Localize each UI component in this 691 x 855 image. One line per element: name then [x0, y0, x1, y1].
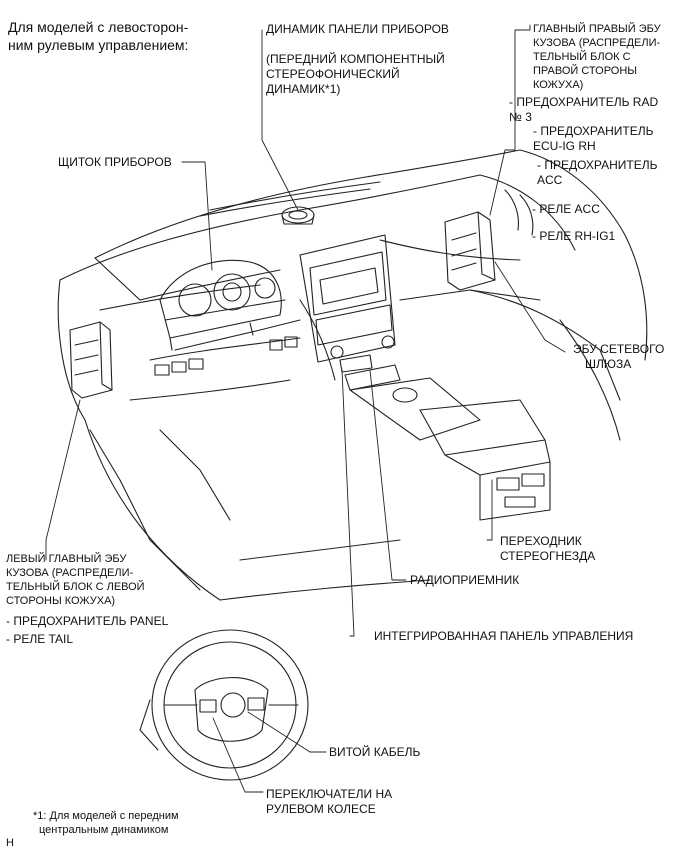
intro-line: Для моделей с левосторон- [8, 19, 189, 35]
instrument-cluster-shape [159, 259, 286, 351]
gateway-ecu-label: ЭБУ СЕТЕВОГО ШЛЮЗА [573, 342, 664, 372]
wheel-switches-label: ПЕРЕКЛЮЧАТЕЛИ НА РУЛЕВОМ КОЛЕСЕ [266, 787, 392, 817]
dash-speaker-note-line: ДИНАМИК*1) [266, 82, 341, 96]
gateway-line: ЭБУ СЕТЕВОГО [573, 342, 665, 356]
left-ecu-title-line: СТОРОНЫ КОЖУХА) [6, 595, 116, 607]
right-ecu-item-line: № 3 [509, 110, 532, 124]
right-ecu-item-acc-relay: - РЕЛЕ ACC [532, 202, 600, 217]
left-ecu-shape [69, 321, 113, 399]
spiral-cable-label: ВИТОЙ КАБЕЛЬ [329, 745, 421, 759]
control-panel-label: ИНТЕГРИРОВАННАЯ ПАНЕЛЬ УПРАВЛЕНИЯ [374, 629, 634, 643]
right-ecu-item-rad3: - ПРЕДОХРАНИТЕЛЬ RAD № 3 [509, 95, 658, 125]
right-ecu-item-line: ECU-IG RH [533, 139, 596, 153]
left-ecu-title-line: ЛЕВЫЙ ГЛАВНЫЙ ЭБУ [6, 553, 127, 565]
right-ecu-title-line: ГЛАВНЫЙ ПРАВЫЙ ЭБУ [533, 23, 661, 35]
right-ecu-title-line: КУЗОВА (РАСПРЕДЕЛИ- [533, 37, 661, 49]
right-ecu-item-rh-ig1: - РЕЛЕ RH-IG1 [532, 229, 615, 244]
corner-mark: H [6, 837, 14, 849]
dash-speaker-label: ДИНАМИК ПАНЕЛИ ПРИБОРОВ (ПЕРЕДНИЙ КОМПОН… [266, 22, 449, 97]
dash-speaker-title: ДИНАМИК ПАНЕЛИ ПРИБОРОВ [266, 22, 449, 36]
wheel-switches-line: ПЕРЕКЛЮЧАТЕЛИ НА [266, 787, 393, 801]
dashboard-outline [57, 149, 648, 601]
steering-wheel-shape [139, 629, 309, 781]
stereo-adapter-label: ПЕРЕХОДНИК СТЕРЕОГНЕЗДА [500, 534, 595, 564]
footnote-line: центральным динамиком [39, 824, 169, 836]
right-ecu-item-line: - РЕЛЕ ACC [532, 202, 600, 216]
right-ecu-title-line: ПРАВОЙ СТОРОНЫ [533, 65, 638, 77]
right-ecu-title-line: КОЖУХА) [533, 79, 584, 91]
stereo-adapter-line: СТЕРЕОГНЕЗДА [500, 549, 596, 563]
leader-lines [45, 24, 566, 793]
dash-speaker-shape [281, 206, 315, 225]
right-ecu-item-line: - ПРЕДОХРАНИТЕЛЬ [537, 158, 658, 172]
left-ecu-item-panel: - ПРЕДОХРАНИТЕЛЬ PANEL [6, 614, 169, 628]
right-ecu-item-acc-fuse: - ПРЕДОХРАНИТЕЛЬ ACC [537, 158, 657, 188]
radio-label: РАДИОПРИЕМНИК [410, 573, 520, 587]
dash-speaker-note-line: СТЕРЕОФОНИЧЕСКИЙ [266, 67, 400, 81]
left-ecu-item-tail: - РЕЛЕ TAIL [6, 632, 74, 646]
instrument-cluster-label: ЩИТОК ПРИБОРОВ [58, 155, 172, 169]
right-ecu-shape [444, 211, 496, 291]
center-console-shape [349, 377, 551, 521]
switch-panels [154, 336, 298, 376]
left-ecu-title-line: ТЕЛЬНЫЙ БЛОК С ЛЕВОЙ [6, 581, 145, 593]
right-ecu-item-ecu-ig-rh: - ПРЕДОХРАНИТЕЛЬ ECU-IG RH [533, 124, 653, 154]
left-ecu-items: - ПРЕДОХРАНИТЕЛЬ PANEL - РЕЛЕ TAIL [6, 614, 168, 647]
gateway-line: ШЛЮЗА [585, 357, 632, 371]
intro-line: ним рулевым управлением: [8, 37, 189, 53]
wheel-switches-line: РУЛЕВОМ КОЛЕСЕ [266, 802, 376, 816]
intro-text: Для моделей с левосторон- ним рулевым уп… [8, 18, 188, 54]
right-ecu-item-line: - РЕЛЕ RH-IG1 [532, 229, 616, 243]
stereo-adapter-line: ПЕРЕХОДНИК [500, 534, 582, 548]
right-ecu-item-line: ACC [537, 173, 563, 187]
right-ecu-title-line: ТЕЛЬНЫЙ БЛОК С [533, 51, 631, 63]
right-ecu-item-line: - ПРЕДОХРАНИТЕЛЬ [533, 124, 654, 138]
center-stack-shape [299, 234, 401, 391]
footnote: *1: Для моделей с передним центральным д… [33, 809, 179, 837]
dash-speaker-note-line: (ПЕРЕДНИЙ КОМПОНЕНТНЫЙ [266, 52, 445, 66]
right-ecu-label: ГЛАВНЫЙ ПРАВЫЙ ЭБУ КУЗОВА (РАСПРЕДЕЛИ- Т… [533, 22, 661, 92]
right-ecu-item-line: - ПРЕДОХРАНИТЕЛЬ RAD [509, 95, 659, 109]
footnote-line: *1: Для моделей с передним [33, 810, 179, 822]
left-ecu-label: ЛЕВЫЙ ГЛАВНЫЙ ЭБУ КУЗОВА (РАСПРЕДЕЛИ- ТЕ… [6, 552, 145, 608]
left-ecu-title-line: КУЗОВА (РАСПРЕДЕЛИ- [6, 567, 134, 579]
